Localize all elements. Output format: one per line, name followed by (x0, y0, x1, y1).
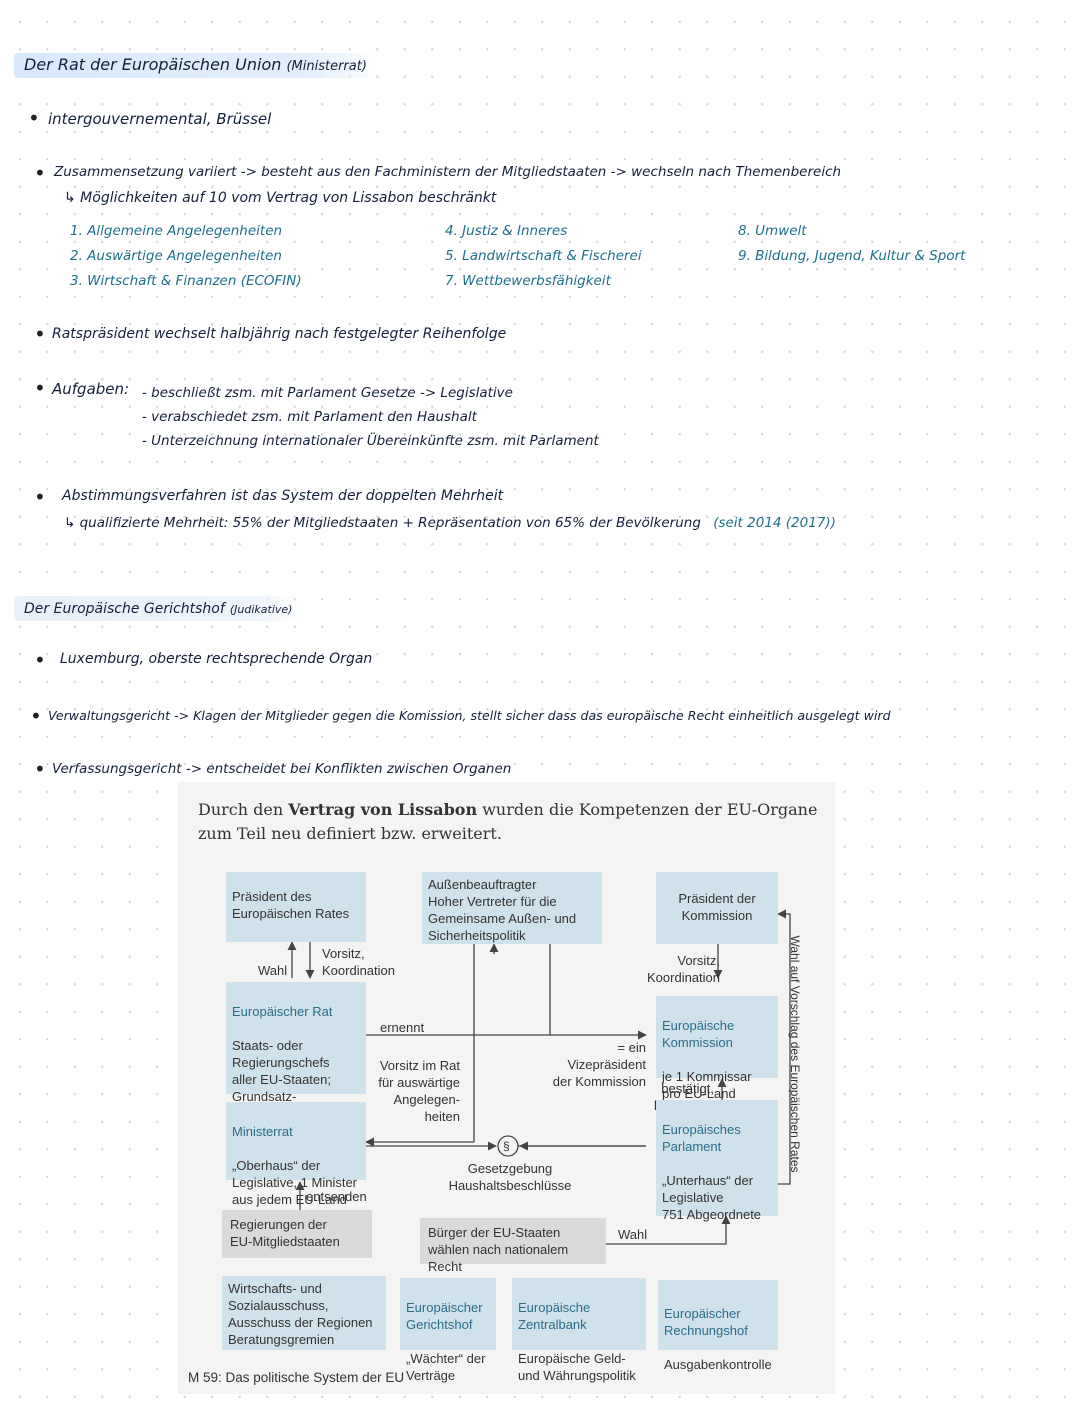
note-zusammensetzung: Zusammensetzung variiert -> besteht aus … (54, 164, 842, 180)
rechnungshof-title: Europäischer Rechnungshof (664, 1306, 748, 1338)
vorsitz-koordination-label: Vorsitz, Koordination (322, 946, 395, 978)
bullet-dot: • (30, 704, 42, 728)
europaeische-kommission-box: Europäische Kommission je 1 Kommissar pr… (656, 996, 778, 1101)
bullet-dot: • (34, 757, 46, 781)
formation-item: 7. Wettbewerbsfähigkeit (445, 273, 611, 289)
beratungsgremien-box: Wirtschafts- und Sozialausschuss, Aussch… (222, 1276, 386, 1350)
mehrheit-text: ↳ qualifizierte Mehrheit: 55% der Mitgli… (64, 515, 701, 531)
formation-item: 5. Landwirtschaft & Fischerei (445, 248, 642, 264)
section-heading-rat: Der Rat der Europäischen Union (Minister… (14, 53, 381, 78)
gesetzgebung-label: Gesetzgebung Haushaltsbeschlüsse (448, 1161, 572, 1193)
gerichtshof-body: „Wächter“ der Verträge (406, 1351, 486, 1383)
textbook-excerpt: Durch den Vertrag von Lissabon wurden di… (178, 782, 835, 1394)
parlament-title: Europäisches Parlament (662, 1122, 741, 1154)
vertical-label-wahl-vorschlag: Wahl auf Vorschlag des Europäischen Rate… (785, 930, 805, 1178)
aufgabe-item: - Unterzeichnung internationaler Überein… (142, 433, 599, 449)
vorsitz-koordination-right-label: Vorsitz, Koordination (647, 953, 720, 985)
formation-col-2: 4. Justiz & Inneres 5. Landwirtschaft & … (445, 219, 642, 294)
vertical-label-text: Wahl auf Vorschlag des Europäischen Rate… (788, 935, 802, 1173)
europaeischer-rechnungshof-box: Europäischer Rechnungshof Ausgabenkontro… (658, 1280, 778, 1372)
formation-item: 3. Wirtschaft & Finanzen (ECOFIN) (70, 273, 302, 289)
intro-text: Durch den (198, 800, 289, 819)
heading-text: Der Rat der Europäischen Union (24, 55, 282, 74)
europaeische-zentralbank-box: Europäische Zentralbank Europäische Geld… (512, 1278, 646, 1383)
formation-col-3: 8. Umwelt 9. Bildung, Jugend, Kultur & S… (738, 219, 965, 269)
bullet-dot: • (28, 106, 40, 130)
europaeischer-gerichtshof-box: Europäischer Gerichtshof „Wächter“ der V… (400, 1278, 496, 1383)
kommission-title: Europäische Kommission (662, 1018, 735, 1050)
note-ratspraesident: Ratspräsident wechselt halbjährig nach f… (52, 326, 507, 342)
europaeisches-parlament-box: Europäisches Parlament „Unterhaus“ der L… (656, 1100, 778, 1222)
textbook-intro: Durch den Vertrag von Lissabon wurden di… (198, 798, 828, 846)
wahl-label: Wahl (258, 963, 288, 978)
entsenden-label: entsenden (306, 1189, 367, 1204)
ministerrat-box: Ministerrat „Oberhaus“ der Legislative, … (226, 1102, 366, 1207)
note-moeglichkeiten: ↳ Möglichkeiten auf 10 vom Vertrag von L… (64, 190, 497, 206)
rechnungshof-body: Ausgabenkontrolle (664, 1357, 772, 1372)
intro-bold: Vertrag von Lissabon (288, 800, 478, 819)
formation-item: 9. Bildung, Jugend, Kultur & Sport (738, 248, 966, 264)
regierungen-box: Regierungen der EU-Mitgliedstaaten (222, 1210, 372, 1258)
note-aufgaben-label: Aufgaben: (52, 380, 130, 398)
parlament-body: „Unterhaus“ der Legislative 751 Abgeordn… (662, 1173, 762, 1222)
note-verwaltungsgericht: Verwaltungsgericht -> Klagen der Mitglie… (48, 708, 891, 723)
aufgabe-item: - verabschiedet zsm. mit Parlament den H… (142, 409, 477, 425)
figure-caption: M 59: Das politische System der EU (188, 1370, 405, 1385)
formation-item: 1. Allgemeine Angelegenheiten (70, 223, 283, 239)
note-abstimmung: Abstimmungsverfahren ist das System der … (62, 488, 504, 504)
mehrheit-note: (seit 2014 (2017)) (713, 515, 836, 531)
note-intergouvernemental: intergouvernemental, Brüssel (48, 110, 272, 128)
heading-note: (Ministerrat) (286, 59, 367, 74)
aufgabe-item: - beschließt zsm. mit Parlament Gesetze … (142, 385, 513, 401)
aussenbeauftragter-box: Außenbeauftragter Hoher Vertreter für di… (422, 872, 602, 944)
note-luxemburg: Luxemburg, oberste rechtsprechende Organ (60, 651, 373, 667)
heading-note: (Judikative) (229, 603, 293, 616)
buerger-box: Bürger der EU-Staaten wählen nach nation… (420, 1218, 606, 1274)
note-verfassungsgericht: Verfassungsgericht -> entscheidet bei Ko… (52, 761, 512, 777)
bullet-dot: • (34, 322, 46, 346)
vorsitz-im-rat-label: Vorsitz im Rat für auswärtige Angelegen-… (378, 1058, 460, 1124)
formation-item: 4. Justiz & Inneres (445, 223, 568, 239)
heading-text: Der Europäische Gerichtshof (24, 601, 225, 617)
ministerrat-title: Ministerrat (232, 1124, 293, 1139)
ministerrat-body: „Oberhaus“ der Legislative, 1 Minister a… (232, 1158, 357, 1207)
bullet-dot: • (34, 648, 46, 672)
bullet-dot: • (34, 485, 46, 509)
kommission-body: je 1 Kommissar pro EU-Land (662, 1069, 752, 1101)
intro-text: wurden die Kompetenzen der EU-Organe zum… (198, 800, 818, 843)
wahl-bottom-label: Wahl (618, 1227, 648, 1242)
gerichtshof-title: Europäischer Gerichtshof (406, 1300, 483, 1332)
formation-col-1: 1. Allgemeine Angelegenheiten 2. Auswärt… (70, 219, 302, 294)
note-qualifizierte-mehrheit: ↳ qualifizierte Mehrheit: 55% der Mitgli… (64, 515, 836, 531)
ernennt-label: ernennt (380, 1020, 425, 1035)
paragraph-icon: § (503, 1139, 510, 1153)
praesident-kommission-box: Präsident der Kommission (656, 872, 778, 944)
bullet-dot: • (34, 161, 46, 185)
eu-system-diagram-lines (287, 909, 791, 1245)
note-aufgaben-list: - beschließt zsm. mit Parlament Gesetze … (142, 381, 599, 453)
formation-item: 8. Umwelt (738, 223, 807, 239)
vizepraesident-label: = ein Vizepräsident der Kommission (552, 1040, 646, 1089)
formation-item: 2. Auswärtige Angelegenheiten (70, 248, 282, 264)
bullet-dot: • (34, 376, 46, 400)
praesident-europaeischer-rat-box: Präsident des Europäischen Rates (226, 872, 366, 942)
zentralbank-body: Europäische Geld- und Währungspolitik (518, 1351, 636, 1383)
europaeischer-rat-title: Europäischer Rat (232, 1004, 333, 1019)
zentralbank-title: Europäische Zentralbank (518, 1300, 591, 1332)
europaeischer-rat-box: Europäischer Rat Staats- oder Regierungs… (226, 982, 366, 1121)
section-heading-gerichtshof: Der Europäische Gerichtshof (Judikative) (14, 596, 307, 621)
